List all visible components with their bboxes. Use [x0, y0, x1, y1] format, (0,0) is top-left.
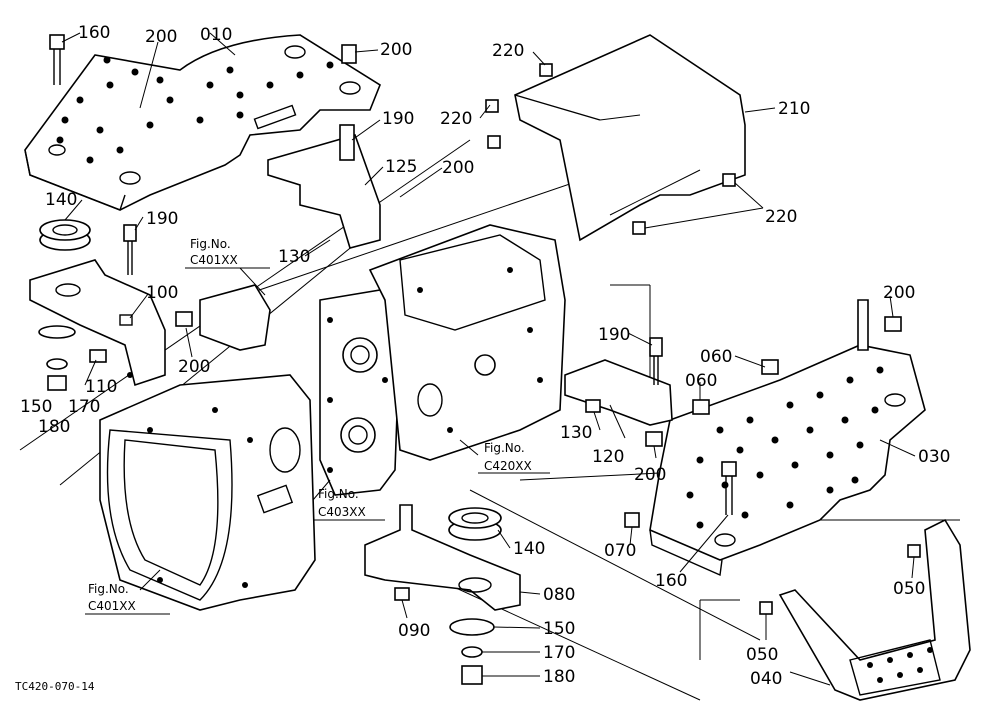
- label-220-b: 220: [440, 109, 472, 129]
- label-200-top-left: 200: [145, 27, 177, 47]
- front-housing: [99, 374, 316, 611]
- bolt-090: [394, 587, 410, 601]
- label-050-left: 050: [746, 645, 778, 665]
- label-180-left: 180: [38, 417, 70, 437]
- label-170-bottom: 170: [543, 643, 575, 663]
- fig-ref-4-title: Fig.No.: [88, 582, 129, 596]
- bracket-120: [564, 359, 673, 426]
- fig-ref-3-title: Fig.No.: [484, 441, 525, 455]
- bracket-100: [29, 259, 166, 387]
- fig-ref-1-code: C401XX: [190, 253, 238, 267]
- label-leaders: [61, 32, 916, 686]
- label-150-left: 150: [20, 397, 52, 417]
- label-040: 040: [750, 669, 782, 689]
- label-120: 120: [592, 447, 624, 467]
- label-125: 125: [385, 157, 417, 177]
- nuts-right: [585, 316, 902, 447]
- label-200-mid: 200: [442, 158, 474, 178]
- bolt-160-right: [721, 461, 737, 515]
- washer-stack-bottom: [449, 618, 495, 685]
- floor-plate-030: [649, 299, 926, 577]
- label-220-a: 220: [492, 41, 524, 61]
- fig-ref-2-code: C403XX: [318, 505, 366, 519]
- label-190-left: 190: [146, 209, 178, 229]
- fig-refs: Fig.No. C401XX Fig.No. C403XX Fig.No. C4…: [88, 237, 532, 613]
- floor-plate-010: [24, 34, 381, 211]
- label-190-top: 190: [382, 109, 414, 129]
- fig-ref-3-code: C420XX: [484, 459, 532, 473]
- bushing-140-left: [39, 219, 91, 251]
- center-transmission-case: [368, 224, 566, 461]
- label-190-right: 190: [598, 325, 630, 345]
- fig-ref-1-title: Fig.No.: [190, 237, 231, 251]
- label-050-right: 050: [893, 579, 925, 599]
- washer-stack-left: [38, 325, 107, 391]
- label-100: 100: [146, 283, 178, 303]
- label-060-b: 060: [685, 371, 717, 391]
- label-200-top: 200: [380, 40, 412, 60]
- cover-210: [514, 34, 746, 242]
- label-210: 210: [778, 99, 810, 119]
- label-220-c: 220: [765, 207, 797, 227]
- bolt-160-top: [49, 34, 65, 85]
- label-140-bottom: 140: [513, 539, 545, 559]
- bolt-050-right: [907, 544, 921, 558]
- fig-ref-2-title: Fig.No.: [318, 487, 359, 501]
- label-030: 030: [918, 447, 950, 467]
- label-130-left: 130: [278, 247, 310, 267]
- label-060-a: 060: [700, 347, 732, 367]
- diagram-code: TC420-070-14: [15, 680, 95, 693]
- label-170-left: 170: [68, 397, 100, 417]
- label-070: 070: [604, 541, 636, 561]
- part-labels: 160 200 010 200 220 220 210 190 125 200 …: [20, 23, 950, 689]
- bolt-050-left: [759, 601, 773, 615]
- bracket-125: [267, 44, 381, 249]
- bushing-140-bottom: [448, 507, 502, 541]
- fig-ref-lines: [85, 267, 550, 615]
- bracket-080: [364, 504, 521, 611]
- label-010: 010: [200, 25, 232, 45]
- label-090: 090: [398, 621, 430, 641]
- step-040: [778, 518, 971, 701]
- label-160-top: 160: [78, 23, 110, 43]
- fig-ref-4-code: C401XX: [88, 599, 136, 613]
- label-140-left: 140: [45, 190, 77, 210]
- label-200-bottom: 200: [634, 465, 666, 485]
- bolt-190-left: [123, 224, 137, 275]
- label-200-left: 200: [178, 357, 210, 377]
- nut-200-left: [175, 311, 193, 327]
- small-bracket: [199, 284, 271, 351]
- label-200-right: 200: [883, 283, 915, 303]
- bolt-190-right: [649, 337, 663, 385]
- bolt-070: [624, 512, 640, 528]
- label-160-bottom: 160: [655, 571, 687, 591]
- label-150-bottom: 150: [543, 619, 575, 639]
- label-080: 080: [543, 585, 575, 605]
- label-180-bottom: 180: [543, 667, 575, 687]
- label-110: 110: [85, 377, 117, 397]
- label-130-right: 130: [560, 423, 592, 443]
- side-cover: [319, 289, 401, 496]
